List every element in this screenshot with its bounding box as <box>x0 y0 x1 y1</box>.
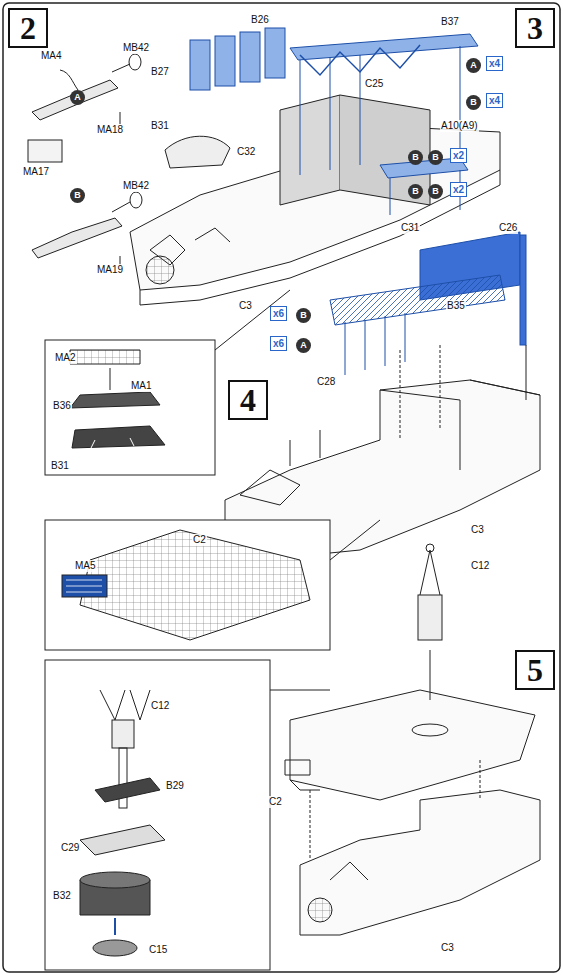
part-label: C32 <box>236 146 256 158</box>
circled-letter: B <box>428 184 443 199</box>
circled-letter: B <box>408 184 423 199</box>
part-label: MA17 <box>22 166 50 178</box>
circled-letter: A <box>296 338 311 353</box>
step-number: 3 <box>527 10 543 47</box>
circled-letter: B <box>428 150 443 165</box>
step-number: 2 <box>20 10 36 47</box>
step-number: 4 <box>240 382 256 419</box>
step-number-box: 5 <box>515 650 555 690</box>
circled-letter: B <box>70 188 85 203</box>
part-label: C15 <box>148 944 168 956</box>
part-label: B35 <box>446 300 466 312</box>
part-label: B37 <box>440 16 460 28</box>
part-label: MA18 <box>96 124 124 136</box>
part-label: MB42 <box>122 42 150 54</box>
part-label: MB42 <box>122 180 150 192</box>
part-label: MA5 <box>74 560 97 572</box>
part-label: C2 <box>192 534 207 546</box>
part-label: B31 <box>50 460 70 472</box>
part-label: B26 <box>250 14 270 26</box>
circled-letter: B <box>466 95 481 110</box>
step-number: 5 <box>527 652 543 689</box>
step-number-box: 3 <box>515 8 555 48</box>
part-label: C26 <box>498 222 518 234</box>
part-label: C29 <box>60 842 80 854</box>
circled-letter: B <box>296 308 311 323</box>
part-label: C28 <box>316 376 336 388</box>
quantity-mark: x4 <box>486 56 503 71</box>
circled-letter: B <box>408 150 423 165</box>
part-label: C12 <box>470 560 490 572</box>
circled-letter: A <box>70 90 85 105</box>
part-label: A10(A9) <box>440 120 479 132</box>
part-label: MA2 <box>54 352 77 364</box>
part-label: MA1 <box>130 380 153 392</box>
circled-letter: A <box>466 58 481 73</box>
part-label: B29 <box>165 780 185 792</box>
part-label: MA4 <box>40 50 63 62</box>
part-label: C25 <box>364 78 384 90</box>
part-label: C3 <box>440 942 455 954</box>
part-label: B36 <box>52 400 72 412</box>
quantity-mark: x6 <box>270 306 287 321</box>
step-number-box: 2 <box>8 8 48 48</box>
part-label: MA19 <box>96 264 124 276</box>
step-number-box: 4 <box>228 380 268 420</box>
part-label: C12 <box>150 700 170 712</box>
part-label: C3 <box>238 300 253 312</box>
part-label: B31 <box>150 120 170 132</box>
part-label: B27 <box>150 66 170 78</box>
quantity-mark: x6 <box>270 336 287 351</box>
part-label: B32 <box>52 890 72 902</box>
part-label: C2 <box>268 796 283 808</box>
quantity-mark: x2 <box>450 182 467 197</box>
part-label: C31 <box>400 222 420 234</box>
quantity-mark: x2 <box>450 148 467 163</box>
quantity-mark: x4 <box>486 93 503 108</box>
part-label: C3 <box>470 524 485 536</box>
